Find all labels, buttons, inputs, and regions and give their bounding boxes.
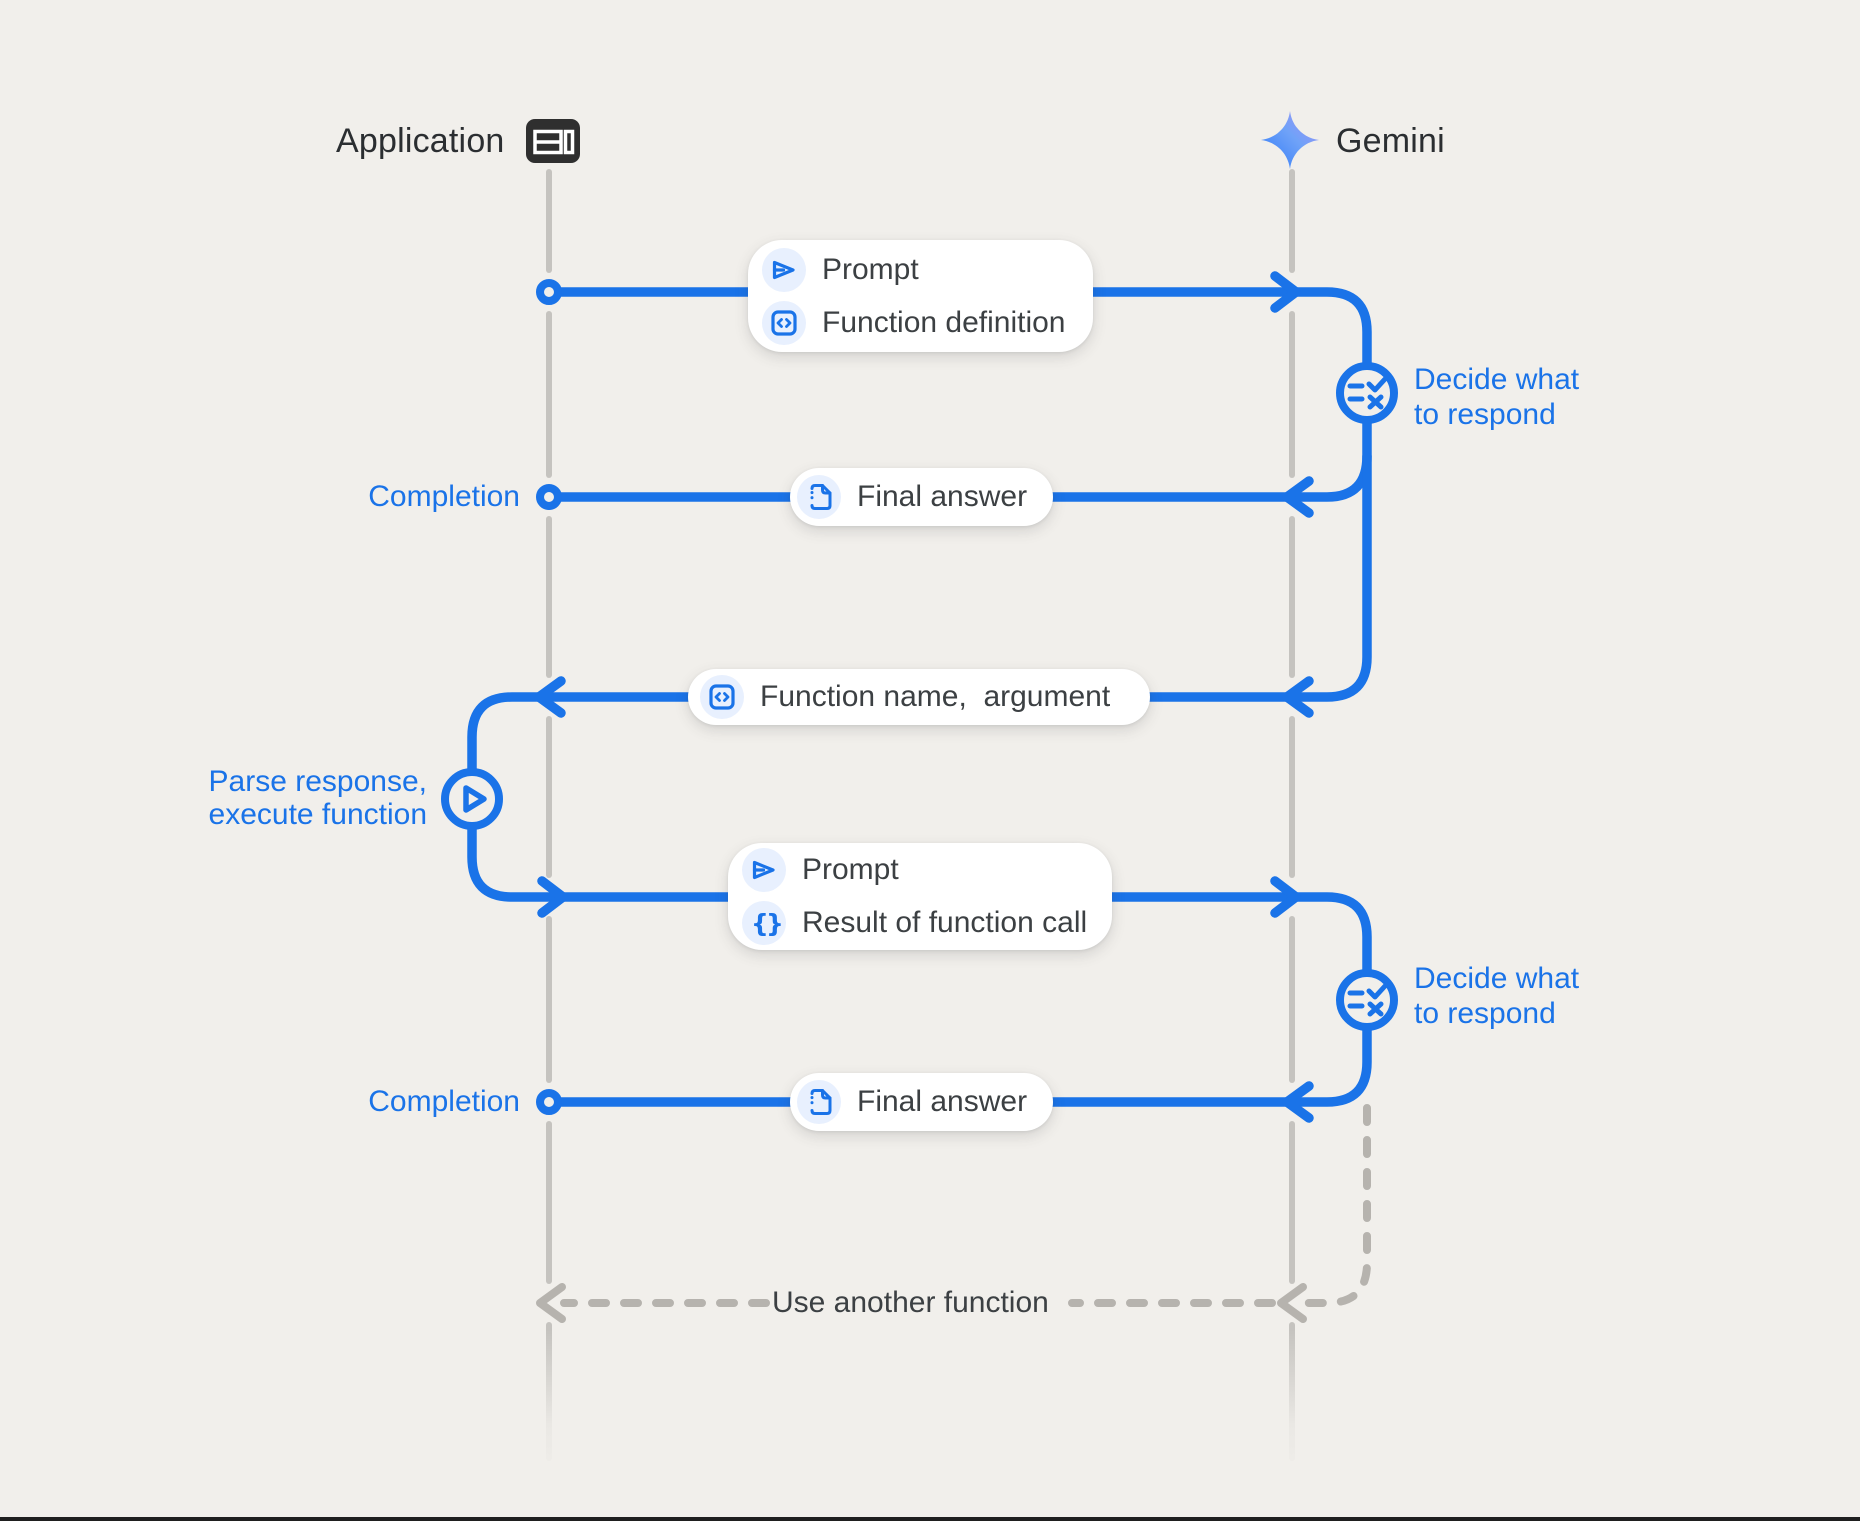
completion-label-1: Completion xyxy=(368,480,520,513)
pill-row: Final answer xyxy=(797,475,1053,519)
decide-checklist-icon xyxy=(1347,983,1388,1017)
arrowhead-left-gemini-row2 xyxy=(1282,476,1314,518)
arrowhead-right-application-row4 xyxy=(537,876,568,918)
arrowhead-right-gemini-row4 xyxy=(1270,876,1301,918)
svg-text:{: { xyxy=(751,909,769,938)
code-box-icon xyxy=(762,300,806,345)
braces-icon: { } xyxy=(742,901,786,945)
pill-label: Prompt xyxy=(822,252,919,286)
message-pill-prompt-result: Prompt { } Result of function call xyxy=(728,843,1112,950)
flow-final-answer-2 xyxy=(544,1022,1372,1123)
pill-row: Final answer xyxy=(797,1080,1053,1124)
pill-label: Function definition xyxy=(822,305,1066,339)
decide-checklist-icon xyxy=(1347,376,1388,410)
message-pill-prompt-function-definition: Prompt Function definition xyxy=(748,240,1093,352)
decide-label-2: Decide what to respond xyxy=(1414,962,1580,1030)
completion-circle-row2 xyxy=(536,484,562,510)
parse-execute-label: Parse response, execute function xyxy=(208,765,427,831)
arrowhead-left-gemini-row5 xyxy=(1282,1081,1314,1123)
pill-row: { } Result of function call xyxy=(742,901,1112,945)
message-pill-function-name-argument: Function name, argument xyxy=(688,669,1150,725)
actor-label-application: Application xyxy=(336,122,505,160)
pill-row: Function definition xyxy=(762,300,1093,345)
pill-label: Final answer xyxy=(857,1085,1028,1118)
pill-label: Prompt xyxy=(802,853,899,886)
arrowhead-right-gemini-row1 xyxy=(1270,271,1301,313)
use-another-function-label: Use another function xyxy=(772,1286,1049,1319)
decide-node-2 xyxy=(1336,969,1398,1031)
document-icon xyxy=(797,475,841,519)
flow-prompt-to-gemini xyxy=(544,271,1372,371)
screenshot-bottom-edge xyxy=(0,1517,1860,1521)
pill-row: Prompt xyxy=(742,848,1112,892)
code-box-icon xyxy=(700,675,744,719)
arrowhead-left-application-row3 xyxy=(534,676,566,718)
pill-label: Function name, argument xyxy=(760,680,1111,713)
decide-label-1: Decide what to respond xyxy=(1414,363,1580,431)
send-icon xyxy=(762,247,806,292)
pill-row: Function name, argument xyxy=(700,675,1150,719)
arrowhead-left-application-dashed xyxy=(536,1283,566,1323)
document-icon xyxy=(797,1080,841,1124)
arrowhead-left-gemini-dashed xyxy=(1277,1283,1307,1323)
message-pill-final-answer-2: Final answer xyxy=(790,1073,1053,1131)
completion-circle-row5 xyxy=(536,1089,562,1115)
message-pill-final-answer-1: Final answer xyxy=(790,468,1053,526)
send-icon xyxy=(742,848,786,892)
parse-execute-node xyxy=(441,768,503,830)
pill-row: Prompt xyxy=(762,247,1093,292)
gemini-star-icon xyxy=(1260,110,1320,170)
play-icon xyxy=(463,785,487,813)
arrowhead-left-gemini-row3 xyxy=(1282,676,1314,718)
actor-label-gemini: Gemini xyxy=(1336,122,1445,160)
completion-label-2: Completion xyxy=(368,1085,520,1118)
decide-node-1 xyxy=(1336,362,1398,424)
pill-label: Final answer xyxy=(857,480,1028,513)
svg-text:}: } xyxy=(766,909,784,938)
start-circle-row1 xyxy=(536,279,562,305)
pill-label: Result of function call xyxy=(802,906,1088,939)
dashed-use-another-function-path xyxy=(536,1104,1371,1323)
app-window-icon xyxy=(526,119,580,163)
